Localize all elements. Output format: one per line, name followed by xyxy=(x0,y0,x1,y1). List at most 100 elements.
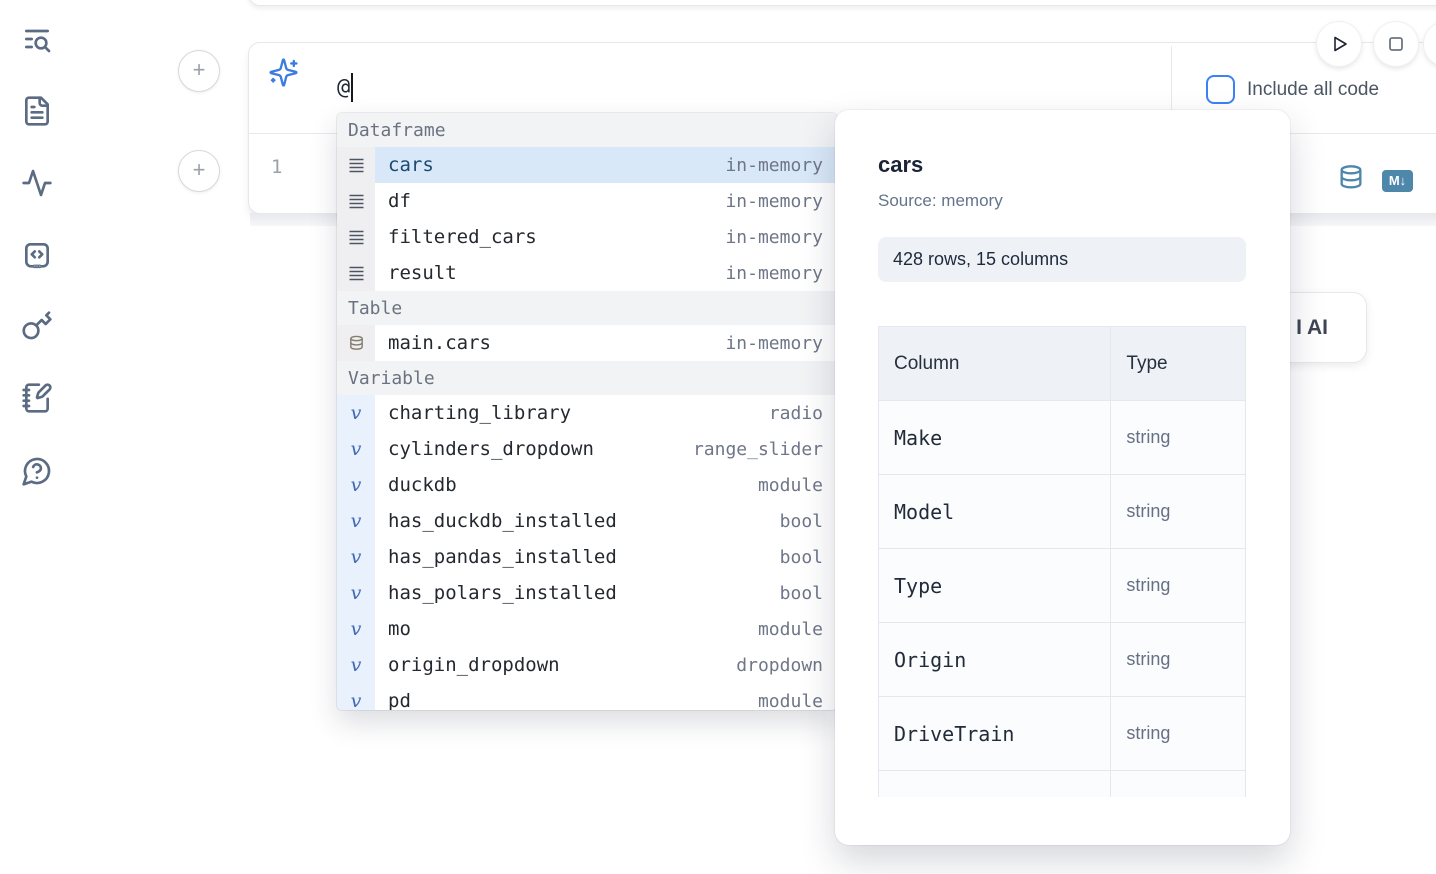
completion-item-name: cars xyxy=(388,154,434,176)
add-cell-below-button[interactable]: + xyxy=(178,150,220,192)
notebook-pen-icon[interactable] xyxy=(21,382,53,414)
completion-item[interactable]: df in-memory xyxy=(337,183,837,219)
schema-column-type: string xyxy=(1110,474,1246,549)
completion-item-type: in-memory xyxy=(725,190,823,212)
completion-item-name: df xyxy=(388,190,411,212)
completion-item-name: charting_library xyxy=(388,402,572,424)
completion-item[interactable]: cars in-memory xyxy=(337,147,837,183)
code-editor-row[interactable]: 1 M↓ xyxy=(249,134,1436,213)
schema-header-column: Column xyxy=(878,326,1112,401)
completion-item[interactable]: v origin_dropdown dropdown xyxy=(337,647,837,683)
schema-column-name: Origin xyxy=(878,622,1112,697)
dataframe-kind-icon xyxy=(337,183,375,219)
schema-column-type: string xyxy=(1110,696,1246,771)
dataframe-kind-icon xyxy=(337,147,375,183)
completion-section-header: Variable xyxy=(337,361,837,395)
completion-item-name: pd xyxy=(388,690,411,710)
text-caret xyxy=(351,73,354,102)
preview-source: Source: memory xyxy=(878,191,1003,210)
completion-item-name: origin_dropdown xyxy=(388,654,560,676)
shape-badge: 428 rows, 15 columns xyxy=(878,237,1246,282)
completion-item-name: has_polars_installed xyxy=(388,582,617,604)
sparkles-icon xyxy=(268,57,299,88)
completion-item-name: has_pandas_installed xyxy=(388,546,617,568)
help-chat-icon[interactable] xyxy=(21,455,53,487)
completion-item-type: dropdown xyxy=(736,654,823,676)
completion-item-type: bool xyxy=(779,582,823,604)
completion-item[interactable]: result in-memory xyxy=(337,255,837,291)
database-icon[interactable] xyxy=(1337,164,1365,197)
dataframe-kind-icon xyxy=(337,219,375,255)
completion-item-name: cylinders_dropdown xyxy=(388,438,594,460)
schema-column-name: Make xyxy=(878,400,1112,475)
key-icon[interactable] xyxy=(21,310,53,342)
variable-kind-icon: v xyxy=(337,431,375,467)
completion-item-type: in-memory xyxy=(725,154,823,176)
completion-item-name: filtered_cars xyxy=(388,226,537,248)
variable-kind-icon: v xyxy=(337,503,375,539)
completion-item-type: radio xyxy=(768,402,823,424)
variable-kind-icon: v xyxy=(337,395,375,431)
variable-kind-icon: v xyxy=(337,683,375,710)
schema-row-clipped xyxy=(878,770,1246,797)
schema-column-name: Type xyxy=(878,548,1112,623)
left-sidebar xyxy=(0,0,72,874)
previous-cell-remnant xyxy=(248,0,1436,6)
clipped-toolbar-button[interactable] xyxy=(1424,22,1436,66)
file-text-icon[interactable] xyxy=(21,95,53,127)
run-cell-button[interactable] xyxy=(1317,22,1361,66)
ai-prompt-input[interactable]: @ xyxy=(337,73,354,102)
completion-item-name: mo xyxy=(388,618,411,640)
divider xyxy=(1171,46,1172,131)
completion-section-header: Dataframe xyxy=(337,113,837,147)
code-snippet-icon[interactable] xyxy=(21,239,53,271)
line-number: 1 xyxy=(271,156,283,178)
schema-header-type: Type xyxy=(1110,326,1246,401)
completion-item[interactable]: v has_polars_installed bool xyxy=(337,575,837,611)
table-kind-icon xyxy=(337,325,375,361)
activity-icon[interactable] xyxy=(21,167,53,199)
completion-item-name: has_duckdb_installed xyxy=(388,510,617,532)
completion-item-type: module xyxy=(757,474,823,496)
include-all-code-checkbox[interactable] xyxy=(1206,75,1235,104)
completion-item-type: in-memory xyxy=(725,262,823,284)
completion-item[interactable]: v has_pandas_installed bool xyxy=(337,539,837,575)
variable-kind-icon: v xyxy=(337,647,375,683)
completion-item-type: bool xyxy=(779,546,823,568)
variable-kind-icon: v xyxy=(337,539,375,575)
dataframe-preview-panel: cars Source: memory 428 rows, 15 columns… xyxy=(835,110,1290,845)
schema-column-type: string xyxy=(1110,622,1246,697)
variable-kind-icon: v xyxy=(337,611,375,647)
completion-item-type: module xyxy=(757,618,823,640)
schema-column-type: string xyxy=(1110,548,1246,623)
completion-item-type: in-memory xyxy=(725,332,823,354)
list-search-icon[interactable] xyxy=(21,23,53,55)
completion-item-name: duckdb xyxy=(388,474,457,496)
completion-item[interactable]: v charting_library radio xyxy=(337,395,837,431)
completion-item-type: module xyxy=(757,690,823,711)
schema-column-name: DriveTrain xyxy=(878,696,1112,771)
markdown-icon[interactable]: M↓ xyxy=(1382,169,1413,192)
schema-column-type: string xyxy=(1110,400,1246,475)
stop-button[interactable] xyxy=(1374,22,1418,66)
completion-item-name: result xyxy=(388,262,457,284)
add-cell-above-button[interactable]: + xyxy=(178,50,220,92)
variable-kind-icon: v xyxy=(337,575,375,611)
schema-column-name: Model xyxy=(878,474,1112,549)
preview-title: cars xyxy=(878,152,924,177)
